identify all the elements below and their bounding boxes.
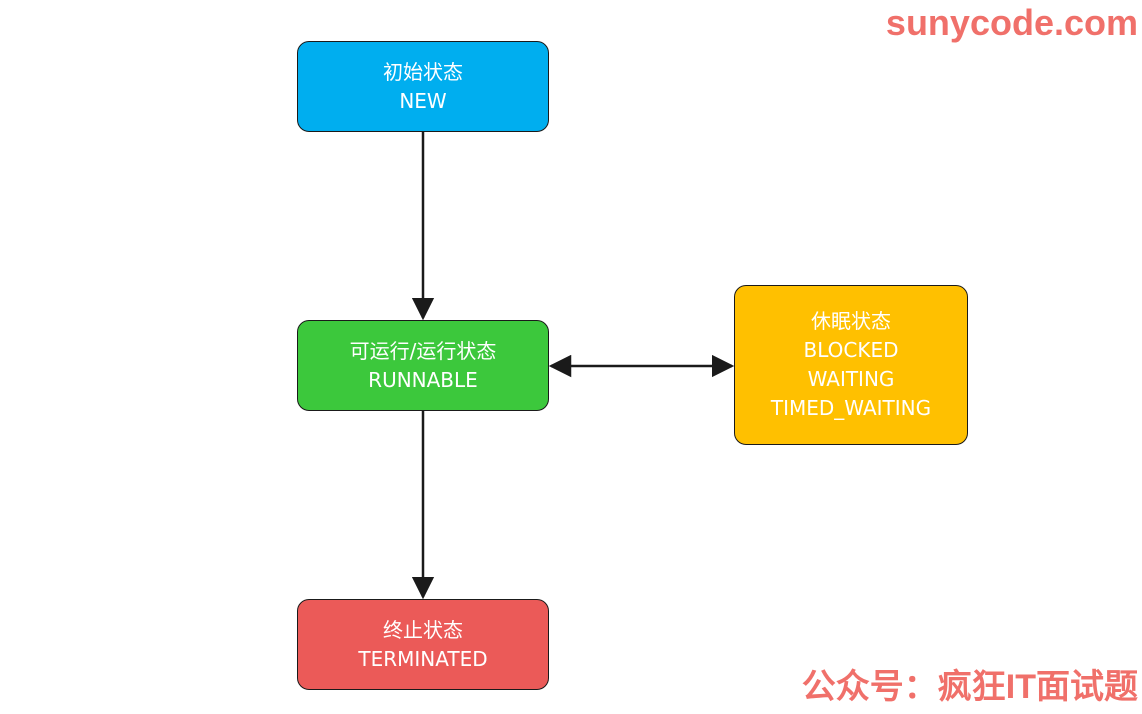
node-blocked-title: 休眠状态 [811, 309, 891, 333]
node-blocked-state-timed-waiting: TIMED_WAITING [770, 396, 932, 420]
node-new-state: NEW [399, 88, 447, 113]
state-node-blocked: 休眠状态 BLOCKED WAITING TIMED_WAITING [734, 285, 968, 445]
node-blocked-state-waiting: WAITING [807, 367, 895, 391]
node-new-title: 初始状态 [383, 59, 463, 84]
account-watermark: 公众号：疯狂IT面试题 [801, 668, 1138, 706]
state-node-terminated: 终止状态 TERMINATED [297, 599, 549, 690]
node-terminated-title: 终止状态 [383, 617, 463, 642]
site-watermark: sunycode.com [885, 2, 1138, 43]
node-runnable-state: RUNNABLE [368, 367, 478, 392]
state-node-runnable: 可运行/运行状态 RUNNABLE [297, 320, 549, 411]
state-node-new: 初始状态 NEW [297, 41, 549, 132]
node-blocked-state-blocked: BLOCKED [803, 338, 899, 362]
node-terminated-state: TERMINATED [358, 646, 488, 671]
node-runnable-title: 可运行/运行状态 [349, 338, 497, 363]
